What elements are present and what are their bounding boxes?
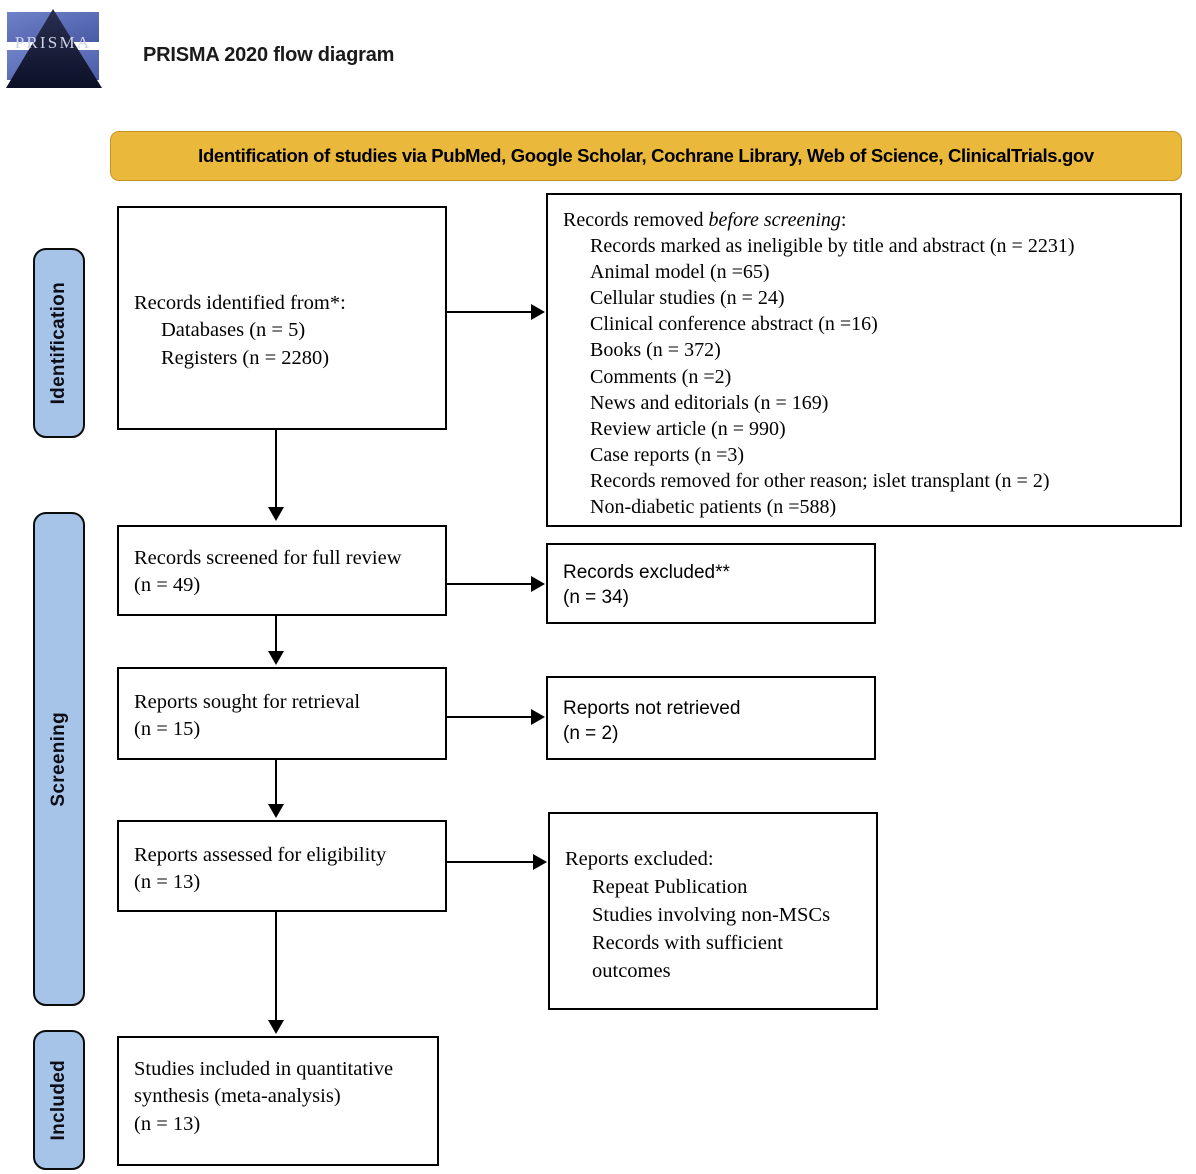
box-studies-included-content: Studies included in quantitative synthes… bbox=[134, 1056, 427, 1138]
records-screened-line-1: Records screened for full review bbox=[134, 547, 402, 569]
box-records-excluded-content: Records excluded** (n = 34) bbox=[563, 560, 864, 611]
box-reports-sought-content: Reports sought for retrieval (n = 15) bbox=[134, 689, 435, 744]
records-identified-item-0: Databases (n = 5) bbox=[161, 319, 306, 342]
prisma-logo: PRISMA bbox=[2, 6, 109, 94]
box-records-excluded: Records excluded** (n = 34) bbox=[546, 543, 876, 624]
reports-assessed-line-1: Reports assessed for eligibility bbox=[134, 844, 387, 866]
box-reports-excluded: Reports excluded: Repeat Publication Stu… bbox=[548, 812, 878, 1010]
records-removed-item-2: Cellular studies (n = 24) bbox=[590, 287, 785, 310]
reports-excluded-item-2: Records with sufficient bbox=[592, 931, 783, 954]
records-removed-title-pre: Records removed bbox=[563, 209, 709, 231]
stage-label-identification: Identification bbox=[33, 248, 85, 438]
arrow-assessed-to-included bbox=[268, 1020, 284, 1034]
connector-identified-to-removed bbox=[447, 311, 531, 313]
records-removed-title-post: : bbox=[840, 209, 847, 231]
arrow-identified-to-removed bbox=[531, 304, 545, 320]
box-reports-excluded-content: Reports excluded: Repeat Publication Stu… bbox=[565, 846, 866, 985]
reports-excluded-item-1: Studies involving non-MSCs bbox=[592, 903, 831, 926]
reports-sought-line-1: Reports sought for retrieval bbox=[134, 691, 361, 713]
box-reports-not-retrieved: Reports not retrieved (n = 2) bbox=[546, 676, 876, 760]
records-removed-item-3: Clinical conference abstract (n =16) bbox=[590, 313, 878, 336]
connector-assessed-to-included bbox=[275, 912, 277, 1022]
box-records-screened: Records screened for full review (n = 49… bbox=[117, 525, 447, 616]
stage-label-included: Included bbox=[33, 1030, 85, 1170]
box-reports-assessed: Reports assessed for eligibility (n = 13… bbox=[117, 820, 447, 912]
svg-text:PRISMA: PRISMA bbox=[15, 33, 92, 52]
studies-included-line-2: synthesis (meta-analysis) bbox=[134, 1085, 341, 1108]
arrow-assessed-to-reports-excluded bbox=[533, 854, 547, 870]
box-records-removed-content: Records removed before screening: Record… bbox=[563, 207, 1170, 520]
connector-identified-to-screened bbox=[275, 430, 277, 509]
reports-excluded-item-3: outcomes bbox=[592, 959, 671, 982]
reports-not-retrieved-line-1: Reports not retrieved bbox=[563, 698, 741, 719]
arrow-screened-to-excluded bbox=[531, 576, 545, 592]
records-removed-item-4: Books (n = 372) bbox=[590, 339, 721, 362]
box-records-removed: Records removed before screening: Record… bbox=[546, 193, 1182, 527]
stage-label-identification-text: Identification bbox=[48, 281, 69, 405]
records-removed-title: Records removed before screening: bbox=[563, 207, 1170, 233]
connector-assessed-to-reports-excluded bbox=[447, 861, 533, 863]
box-records-screened-content: Records screened for full review (n = 49… bbox=[134, 545, 435, 600]
identification-banner: Identification of studies via PubMed, Go… bbox=[110, 131, 1182, 181]
box-reports-not-retrieved-content: Reports not retrieved (n = 2) bbox=[563, 696, 864, 747]
box-reports-assessed-content: Reports assessed for eligibility (n = 13… bbox=[134, 842, 435, 897]
arrow-identified-to-screened bbox=[268, 507, 284, 521]
records-excluded-line-2: (n = 34) bbox=[563, 587, 630, 609]
records-removed-item-5: Comments (n =2) bbox=[590, 365, 732, 388]
reports-assessed-line-2: (n = 13) bbox=[134, 871, 201, 894]
records-removed-item-1: Animal model (n =65) bbox=[590, 261, 770, 284]
arrow-sought-to-not-retrieved bbox=[531, 709, 545, 725]
reports-excluded-title: Reports excluded: bbox=[565, 848, 714, 870]
identification-banner-label: Identification of studies via PubMed, Go… bbox=[198, 145, 1094, 166]
connector-screened-to-excluded bbox=[447, 583, 531, 585]
stage-label-included-text: Included bbox=[48, 1059, 69, 1141]
box-studies-included: Studies included in quantitative synthes… bbox=[117, 1036, 439, 1166]
records-removed-item-8: Case reports (n =3) bbox=[590, 443, 745, 466]
records-removed-item-0: Records marked as ineligible by title an… bbox=[590, 235, 1075, 258]
reports-sought-line-2: (n = 15) bbox=[134, 718, 201, 741]
arrow-screened-to-sought bbox=[268, 651, 284, 665]
connector-sought-to-not-retrieved bbox=[447, 716, 531, 718]
records-identified-title: Records identified from*: bbox=[134, 292, 346, 314]
connector-screened-to-sought bbox=[275, 616, 277, 654]
records-removed-item-7: Review article (n = 990) bbox=[590, 417, 786, 440]
connector-sought-to-assessed bbox=[275, 760, 277, 806]
reports-excluded-item-0: Repeat Publication bbox=[592, 875, 748, 898]
records-removed-item-9: Records removed for other reason; islet … bbox=[590, 469, 1050, 492]
records-removed-item-6: News and editorials (n = 169) bbox=[590, 391, 829, 414]
reports-not-retrieved-line-2: (n = 2) bbox=[563, 723, 619, 745]
studies-included-line-3: (n = 13) bbox=[134, 1112, 201, 1135]
records-excluded-line-1: Records excluded** bbox=[563, 562, 730, 583]
records-removed-item-10: Non-diabetic patients (n =588) bbox=[590, 496, 837, 519]
records-removed-title-italic: before screening bbox=[708, 209, 841, 231]
studies-included-line-1: Studies included in quantitative bbox=[134, 1058, 394, 1080]
box-records-identified-content: Records identified from*: Databases (n =… bbox=[134, 290, 435, 372]
records-identified-item-1: Registers (n = 2280) bbox=[161, 346, 330, 369]
box-reports-sought: Reports sought for retrieval (n = 15) bbox=[117, 667, 447, 760]
page-title: PRISMA 2020 flow diagram bbox=[143, 44, 395, 66]
arrow-sought-to-assessed bbox=[268, 804, 284, 818]
box-records-identified: Records identified from*: Databases (n =… bbox=[117, 206, 447, 430]
stage-label-screening-text: Screening bbox=[48, 711, 69, 807]
records-screened-line-2: (n = 49) bbox=[134, 574, 201, 597]
stage-label-screening: Screening bbox=[33, 512, 85, 1006]
